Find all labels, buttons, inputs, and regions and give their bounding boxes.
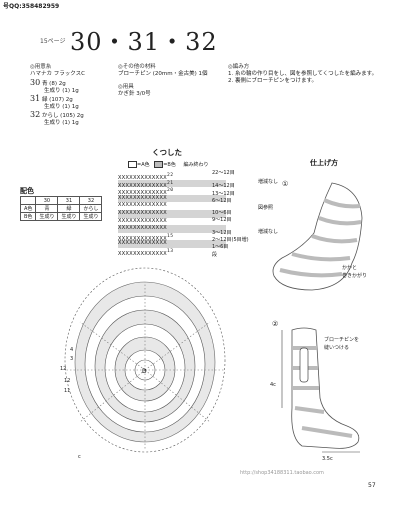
table-cell: 緑 bbox=[57, 204, 81, 213]
item-color: 緑 (107) 2g bbox=[41, 97, 73, 103]
row-mark: 20 bbox=[166, 188, 174, 194]
sock-illustration-1 bbox=[272, 182, 363, 291]
chart-grid: XXXXXXXXXXXXX22 XXXXXXXXXXXXX21 XXXXXXXX… bbox=[118, 172, 226, 257]
width-dimension: 3.5c bbox=[322, 456, 333, 462]
row-label: 2～12目(5目増) bbox=[212, 237, 249, 244]
page-reference: 15ページ bbox=[40, 38, 66, 45]
table-cell: 生成り bbox=[57, 212, 81, 221]
table-cell: 青 bbox=[35, 204, 59, 213]
page-title: 30・31・32 bbox=[70, 28, 218, 56]
item-sub: 生成り (1) 1g bbox=[44, 120, 79, 126]
row-label: 14～12目 bbox=[212, 183, 235, 190]
pin-sublabel: 縫いつける bbox=[324, 345, 350, 351]
tools-text: かぎ針 3/0号 bbox=[118, 91, 151, 97]
heel-label: かかと bbox=[342, 265, 358, 271]
item-sub: 生成り (1) 1g bbox=[44, 88, 79, 94]
color-table-title: 配色 bbox=[20, 187, 34, 195]
chart-row: XXXXXXXXXXXXX bbox=[118, 182, 167, 189]
row-mark: 13 bbox=[166, 248, 174, 254]
pin-label: ブローチピンを bbox=[324, 337, 360, 343]
other-text: ブローチピン (20mm・金古美) 1個 bbox=[118, 71, 208, 77]
table-header: 32 bbox=[79, 196, 103, 205]
finishing-step-number: ① bbox=[282, 180, 289, 188]
chart-row: XXXXXXXXXXXXX bbox=[118, 250, 167, 257]
chart-row: XXXXXXXXXXXXX bbox=[118, 174, 167, 181]
table-header: 31 bbox=[57, 196, 81, 205]
item-number: 30 bbox=[30, 78, 41, 87]
table-cell: 生成り bbox=[35, 212, 59, 221]
row-label: 22～12目 bbox=[212, 170, 235, 176]
chart-title: くつした bbox=[152, 148, 182, 157]
yarn-header: ◎用意糸 bbox=[30, 64, 52, 70]
spiral-label: c bbox=[78, 454, 81, 460]
chart-legend: =A色 =B色 編み終わり bbox=[128, 161, 208, 168]
side-label: 増減なし bbox=[258, 229, 279, 235]
row-label: 9～12目 bbox=[212, 217, 232, 224]
item-color: からし (105) 2g bbox=[41, 113, 84, 119]
materials-block: ◎用意糸 ハマナカ フラックスC 30 青 (8) 2g 生成り (1) 1g … bbox=[30, 64, 125, 127]
legend-b: =B色 bbox=[163, 162, 176, 168]
row-mark: 21 bbox=[166, 180, 174, 186]
row-label: 10～6目 bbox=[212, 210, 232, 217]
chart-row: XXXXXXXXXXXXX bbox=[118, 194, 167, 201]
height-dimension: 4c bbox=[270, 382, 276, 388]
chart-row: XXXXXXXXXXXXX bbox=[118, 202, 167, 209]
page-number: 57 bbox=[368, 482, 376, 489]
item-number: 32 bbox=[30, 110, 41, 119]
spiral-label: 4 bbox=[70, 347, 74, 353]
table-header bbox=[19, 196, 37, 205]
row-mark: 15 bbox=[166, 233, 174, 239]
yarn-name: ハマナカ フラックスC bbox=[30, 71, 85, 77]
row-label: 3～12目 bbox=[212, 229, 232, 236]
legend-b-swatch bbox=[154, 161, 164, 168]
chart-row: XXXXXXXXXXXXX bbox=[118, 225, 167, 232]
instruction-step: 1. 糸の輪の作り目をし、図を参照してくつしたを編みます。 bbox=[228, 71, 378, 77]
svg-text:D: D bbox=[142, 368, 147, 375]
chart-row: XXXXXXXXXXXXX bbox=[118, 235, 167, 242]
row-label: 1～6目 bbox=[212, 244, 229, 251]
tools-header: ◎用具 bbox=[118, 84, 134, 90]
row-label: 段 bbox=[212, 251, 218, 258]
side-label: 増減なし bbox=[258, 179, 279, 185]
top-watermark: 号QQ:358482959 bbox=[3, 3, 60, 10]
item-sub: 生成り (1) 1g bbox=[44, 104, 79, 110]
chart-row: XXXXXXXXXXXXX bbox=[118, 190, 167, 197]
table-cell: からし bbox=[79, 204, 103, 213]
item-number: 31 bbox=[30, 94, 41, 103]
instructions-header: ◎編み方 bbox=[228, 64, 250, 70]
spiral-label: 12 bbox=[64, 378, 71, 384]
other-header: ◎その他の材料 bbox=[118, 64, 156, 70]
chart-row: XXXXXXXXXXXXX bbox=[118, 209, 167, 216]
other-materials-block: ◎その他の材料 ブローチピン (20mm・金古美) 1個 ◎用具 かぎ針 3/0… bbox=[118, 64, 228, 98]
table-cell: 生成り bbox=[79, 212, 103, 221]
table-header: 30 bbox=[35, 196, 59, 205]
sock-illustration-2 bbox=[281, 327, 360, 453]
row-labels: 22～12目 14～12目 13～12目 6～12目 10～6目 9～12目 3… bbox=[212, 170, 249, 259]
legend-a-swatch bbox=[128, 161, 137, 168]
spiral-label: 3 bbox=[70, 356, 74, 362]
chart-row: XXXXXXXXXXXXX bbox=[118, 217, 167, 224]
item-color: 青 (8) 2g bbox=[41, 81, 66, 87]
chart-row: XXXXXXXXXXXXX bbox=[118, 240, 167, 247]
legend-a: =A色 bbox=[137, 162, 150, 168]
side-label: 図参照 bbox=[258, 205, 274, 211]
spiral-diagram: D bbox=[64, 267, 226, 453]
watermark-url: http://shop34188311.taobao.com bbox=[240, 470, 324, 476]
table-cell: A色 bbox=[19, 204, 37, 213]
finishing-title: 仕上げ方 bbox=[310, 159, 338, 167]
color-table: 30 31 32 A色 青 緑 からし B色 生成り 生成り 生成り bbox=[19, 196, 103, 221]
spiral-label: 12 bbox=[60, 366, 67, 372]
finishing-step-number: ② bbox=[272, 320, 279, 328]
table-cell: B色 bbox=[19, 212, 37, 221]
row-label: 6～12目 bbox=[212, 197, 232, 204]
row-mark: 22 bbox=[166, 173, 174, 178]
heel-sublabel: 巻きかがり bbox=[342, 273, 368, 279]
row-label: 13～12目 bbox=[212, 190, 235, 197]
spiral-label: 11 bbox=[64, 388, 71, 394]
instruction-step: 2. 裏側にブローチピンをつけます。 bbox=[228, 78, 317, 84]
instructions-block: ◎編み方 1. 糸の輪の作り目をし、図を参照してくつしたを編みます。 2. 裏側… bbox=[228, 64, 398, 85]
legend-end: 編み終わり bbox=[183, 162, 209, 168]
